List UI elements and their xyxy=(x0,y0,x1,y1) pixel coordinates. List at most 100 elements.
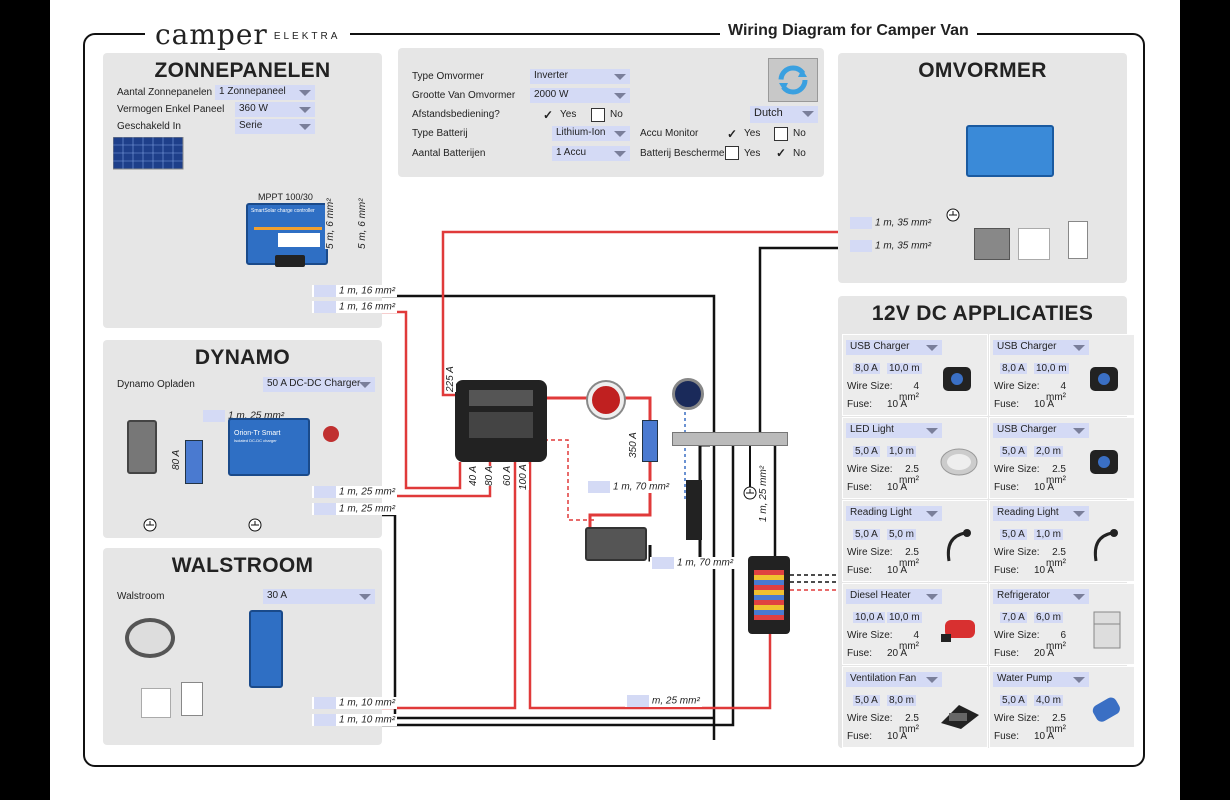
afstand-yes-checkbox[interactable]: ✓ xyxy=(542,108,554,122)
appliance-length[interactable]: 1,0 m xyxy=(1034,529,1064,540)
fuse-value: 10 A xyxy=(1034,399,1055,410)
appliance-current[interactable]: 5,0 A xyxy=(853,529,880,540)
appliance-length[interactable]: 6,0 m xyxy=(1034,612,1064,623)
appliance-select[interactable]: Diesel Heater xyxy=(846,589,942,604)
bottom-wire-label: m, 25 mm² xyxy=(625,695,702,707)
fuse-label: Fuse: xyxy=(847,482,873,493)
appliance-current[interactable]: 7,0 A xyxy=(1000,612,1027,623)
type-omvormer-select[interactable]: Inverter xyxy=(530,69,630,84)
appliance-select[interactable]: Ventilation Fan xyxy=(846,672,942,687)
wire-size-value: 6 mm² xyxy=(1046,630,1066,652)
walstroom-select[interactable]: 30 A xyxy=(263,589,375,604)
type-batterij-select[interactable]: Lithium-Ion xyxy=(552,126,630,141)
appliance-current[interactable]: 5,0 A xyxy=(1000,446,1027,457)
wire-size-value: 4 mm² xyxy=(1046,381,1066,403)
accu-monitor-no-checkbox[interactable] xyxy=(774,127,788,141)
appliance-length[interactable]: 8,0 m xyxy=(887,695,917,706)
mppt-label: MPPT 100/30 xyxy=(258,192,313,202)
appliance-length[interactable]: 1,0 m xyxy=(887,446,917,457)
battery-switch-icon[interactable] xyxy=(588,382,624,418)
batterij-beschermen-yes-checkbox[interactable] xyxy=(725,146,739,160)
wire-swatch xyxy=(314,697,336,709)
dc-title: 12V DC APPLICATIES xyxy=(871,302,1094,325)
wire-size-value: 2.5 mm² xyxy=(899,547,919,569)
wire-swatch xyxy=(850,217,872,229)
type-batterij-label: Type Batterij xyxy=(412,128,468,139)
zp-aantal-select[interactable]: 1 Zonnepaneel xyxy=(215,85,315,100)
zp-vermogen-value: 360 W xyxy=(239,103,268,114)
accu-monitor-yes-checkbox[interactable]: ✓ xyxy=(726,127,738,141)
zp-vermogen-select[interactable]: 360 W xyxy=(235,102,315,117)
chevron-down-icon xyxy=(926,511,938,517)
solar-panel-icon xyxy=(113,137,184,170)
appliance-current[interactable]: 5,0 A xyxy=(1000,695,1027,706)
appliance-select[interactable]: Refrigerator xyxy=(993,589,1089,604)
appliance-current[interactable]: 5,0 A xyxy=(853,695,880,706)
walstroom-panel: WALSTROOM Walstroom 30 A xyxy=(103,548,382,745)
appliance-select[interactable]: Reading Light xyxy=(993,506,1089,521)
wire-bus-to-fusebox-red xyxy=(528,462,772,710)
wire-size-label: Wire Size: xyxy=(847,547,893,558)
fuse-label: Fuse: xyxy=(847,565,873,576)
zonnepanelen-title: ZONNEPANELEN xyxy=(154,59,331,82)
grootte-select[interactable]: 2000 W xyxy=(530,88,630,103)
walstroom-title: WALSTROOM xyxy=(171,554,314,577)
dynamo-label: Dynamo Opladen xyxy=(117,379,195,390)
fuse-value: 10 A xyxy=(887,482,908,493)
chevron-down-icon xyxy=(1073,511,1085,517)
wire-swatch xyxy=(627,695,649,707)
accu-monitor-label: Accu Monitor xyxy=(640,128,699,139)
appliance-length[interactable]: 10,0 m xyxy=(887,612,922,623)
appliance-length[interactable]: 10,0 m xyxy=(887,363,922,374)
chevron-down-icon xyxy=(1073,428,1085,434)
batterij-beschermen-no-checkbox[interactable]: ✓ xyxy=(775,146,787,160)
appliance-select[interactable]: USB Charger xyxy=(993,340,1089,355)
appliance-length[interactable]: 4,0 m xyxy=(1034,695,1064,706)
appliance-select[interactable]: Reading Light xyxy=(846,506,942,521)
appliance-current[interactable]: 5,0 A xyxy=(1000,529,1027,540)
wire-swatch xyxy=(314,486,336,498)
wire-size-label: Wire Size: xyxy=(994,381,1040,392)
batterij-beschermen-label: Batterij Beschermen xyxy=(640,148,731,159)
led-light-icon xyxy=(940,448,978,476)
appliance-select[interactable]: USB Charger xyxy=(993,423,1089,438)
language-select[interactable]: Dutch xyxy=(750,106,818,123)
solar-wire-label: 5 m, 6 mm² xyxy=(357,198,368,249)
appliance-current[interactable]: 5,0 A xyxy=(853,446,880,457)
battery-monitor-icon xyxy=(672,378,704,410)
aantal-batterijen-value: 1 Accu xyxy=(556,147,587,158)
appliance-select[interactable]: LED Light xyxy=(846,423,942,438)
starter-battery-icon xyxy=(127,420,157,474)
appliance-select[interactable]: USB Charger xyxy=(846,340,942,355)
zp-geschakeld-select[interactable]: Serie xyxy=(235,119,315,134)
refresh-button[interactable] xyxy=(768,58,818,102)
appliance-current[interactable]: 8,0 A xyxy=(1000,363,1027,374)
aantal-batterijen-label: Aantal Batterijen xyxy=(412,148,486,159)
remote-switch-icon xyxy=(974,228,1010,260)
dynamo-select[interactable]: 50 A DC-DC Charger xyxy=(263,377,375,392)
type-omvormer-value: Inverter xyxy=(534,70,568,81)
appliance-length[interactable]: 10,0 m xyxy=(1034,363,1069,374)
appliance-select[interactable]: Water Pump xyxy=(993,672,1089,687)
appliance-length[interactable]: 2,0 m xyxy=(1034,446,1064,457)
wire-swatch xyxy=(314,285,336,297)
afstand-no-checkbox[interactable] xyxy=(591,108,605,122)
appliance-current[interactable]: 10,0 A xyxy=(853,612,886,623)
zp-row-label: Aantal Zonnepanelen xyxy=(117,87,213,98)
ground-icon xyxy=(743,486,757,500)
mppt-wire-label: 1 m, 16 mm² xyxy=(312,285,398,297)
appliance-length[interactable]: 5,0 m xyxy=(887,529,917,540)
wire-swatch xyxy=(652,557,674,569)
appliance-current[interactable]: 8,0 A xyxy=(853,363,880,374)
ac-breaker-icon xyxy=(181,682,203,716)
aantal-batterijen-select[interactable]: 1 Accu xyxy=(552,146,630,161)
mppt-wire-label: 1 m, 16 mm² xyxy=(312,301,398,313)
chevron-down-icon xyxy=(614,74,626,80)
appliance-name: USB Charger xyxy=(997,424,1057,435)
busbar-fuse-label: 60 A xyxy=(502,465,513,486)
chevron-down-icon xyxy=(802,111,814,117)
